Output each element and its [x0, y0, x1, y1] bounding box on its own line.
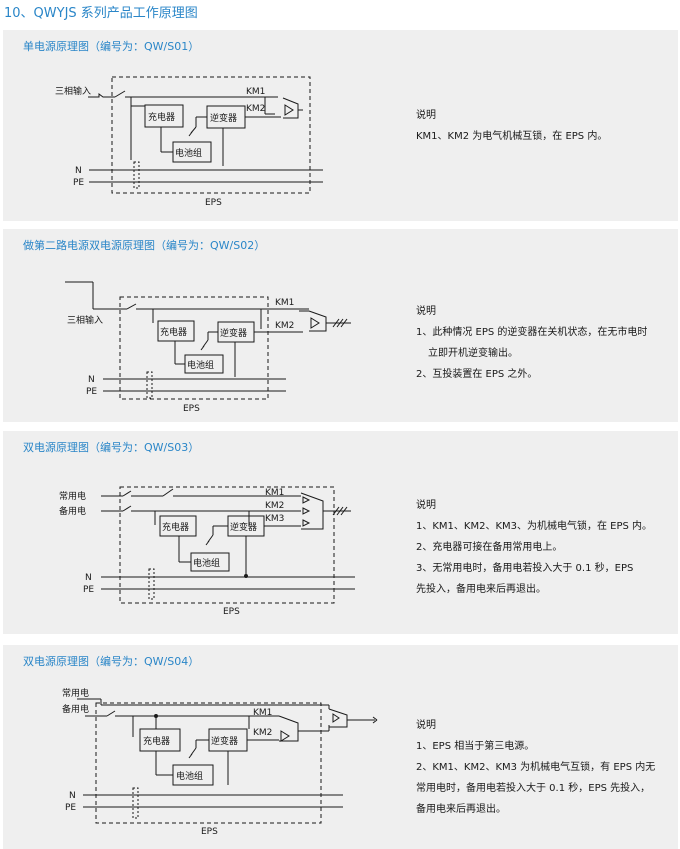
charger-box: [157, 320, 195, 342]
panel-title: 双电源原理图（编号为：QW/S03）: [23, 441, 200, 454]
pe-label: PE: [83, 585, 94, 595]
note-line: 2、互投装置在 EPS 之外。: [416, 369, 538, 380]
panel-title: 单电源原理图（编号为：QW/S01）: [23, 40, 200, 53]
charger-box: [144, 104, 184, 128]
note-line: 备用电来后再退出。: [416, 804, 506, 815]
three-phase-label: 三相输入: [67, 314, 103, 326]
charger-label: 充电器: [160, 326, 187, 338]
inverter-label: 逆变器: [210, 112, 237, 124]
charger-box: [139, 728, 181, 752]
n-label: N: [69, 791, 76, 801]
note-line: 1、KM1、KM2、KM3、为机械电气锁，在 EPS 内。: [416, 521, 653, 532]
km1-label: KM1: [253, 708, 272, 718]
notes-qw-s04: 说明 1、EPS 相当于第三电源。 2、KM1、KM2、KM3 为机械电气互锁，…: [416, 715, 655, 820]
charger-label: 充电器: [148, 111, 175, 123]
panel-qw-s02: 做第二路电源双电源原理图（编号为：QW/S02）: [3, 229, 678, 422]
eps-label: EPS: [201, 827, 218, 837]
eps-label: EPS: [183, 404, 200, 414]
pe-label: PE: [65, 803, 76, 813]
notes-heading: 说明: [416, 306, 436, 317]
n-label: N: [85, 573, 92, 583]
panel-qw-s01: 单电源原理图（编号为：QW/S01）: [3, 30, 678, 221]
note-line: 1、EPS 相当于第三电源。: [416, 741, 535, 752]
note-line: 常用电时，备用电若投入大于 0.1 秒，EPS 先投入，: [416, 783, 651, 794]
battery-label: 电池组: [187, 359, 214, 371]
note-line: 先投入，备用电来后再退出。: [416, 584, 546, 595]
charger-label: 充电器: [143, 735, 170, 747]
three-phase-label: 三相输入: [55, 85, 91, 97]
page-title: 10、QWYJS 系列产品工作原理图: [4, 6, 198, 21]
km1-label: KM1: [246, 87, 265, 97]
battery-label: 电池组: [175, 147, 202, 159]
panel-title: 双电源原理图（编号为：QW/S04）: [23, 655, 200, 668]
inverter-label: 逆变器: [220, 327, 247, 339]
panel-title: 做第二路电源双电源原理图（编号为：QW/S02）: [23, 239, 266, 252]
note-line: 3、无常用电时，备用电若投入大于 0.1 秒，EPS: [416, 563, 634, 574]
km1-label: KM1: [275, 298, 294, 308]
eps-label: EPS: [223, 607, 240, 617]
km3-label: KM3: [265, 514, 284, 524]
eps-label: EPS: [205, 198, 222, 208]
inverter-label: 逆变器: [230, 521, 257, 533]
pe-label: PE: [73, 178, 84, 188]
km1-label: KM1: [265, 488, 284, 498]
inverter-label: 逆变器: [211, 735, 238, 747]
note-line: 1、此种情况 EPS 的逆变器在关机状态，在无市电时: [416, 327, 648, 338]
charger-box: [159, 515, 197, 537]
notes-heading: 说明: [416, 110, 436, 121]
charger-label: 充电器: [162, 521, 189, 533]
km2-label: KM2: [275, 321, 294, 331]
diagram-qw-s03: 常用电 备用电 充电器 逆变器 电池组 KM1 KM2 KM3 N PE EPS: [59, 486, 355, 617]
note-line: 立即开机逆变输出。: [428, 348, 518, 359]
backup-label: 备用电: [59, 505, 86, 517]
n-label: N: [88, 375, 95, 385]
panel-qw-s03: 双电源原理图（编号为：QW/S03）: [3, 431, 678, 634]
notes-qw-s01: 说明 KM1、KM2 为电气机械互锁，在 EPS 内。: [416, 105, 607, 147]
diagram-qw-s04: 常用电 备用电 充电器 逆变器 电池组 KM1 KM2 N PE EPS: [62, 687, 378, 837]
km2-label: KM2: [246, 104, 265, 114]
km2-label: KM2: [265, 501, 284, 511]
km2-label: KM2: [253, 728, 272, 738]
notes-qw-s02: 说明 1、此种情况 EPS 的逆变器在关机状态，在无市电时 立即开机逆变输出。 …: [416, 301, 647, 385]
note-line: 2、KM1、KM2、KM3 为机械电气互锁，有 EPS 内无: [416, 762, 656, 773]
diagram-qw-s02: 三相输入 充电器 逆变器 电池组 KM1 KM2 N PE EPS: [65, 281, 351, 414]
n-label: N: [75, 166, 82, 176]
mains-label: 常用电: [59, 490, 86, 502]
note-line: 2、充电器可接在备用常用电上。: [416, 542, 563, 553]
battery-label: 电池组: [176, 770, 203, 782]
notes-heading: 说明: [416, 720, 436, 731]
panel-qw-s04: 双电源原理图（编号为：QW/S04）: [3, 645, 678, 849]
note-line: KM1、KM2 为电气机械互锁，在 EPS 内。: [416, 131, 608, 142]
mains-label: 常用电: [62, 687, 89, 699]
diagram-qw-s01: 三相输入 充电器 逆变器 电池组 KM1 KM2 N PE EPS: [55, 76, 323, 208]
notes-heading: 说明: [416, 500, 436, 511]
notes-qw-s03: 说明 1、KM1、KM2、KM3、为机械电气锁，在 EPS 内。 2、充电器可接…: [416, 495, 652, 600]
pe-label: PE: [86, 387, 97, 397]
battery-label: 电池组: [193, 557, 220, 569]
backup-label: 备用电: [62, 703, 89, 715]
